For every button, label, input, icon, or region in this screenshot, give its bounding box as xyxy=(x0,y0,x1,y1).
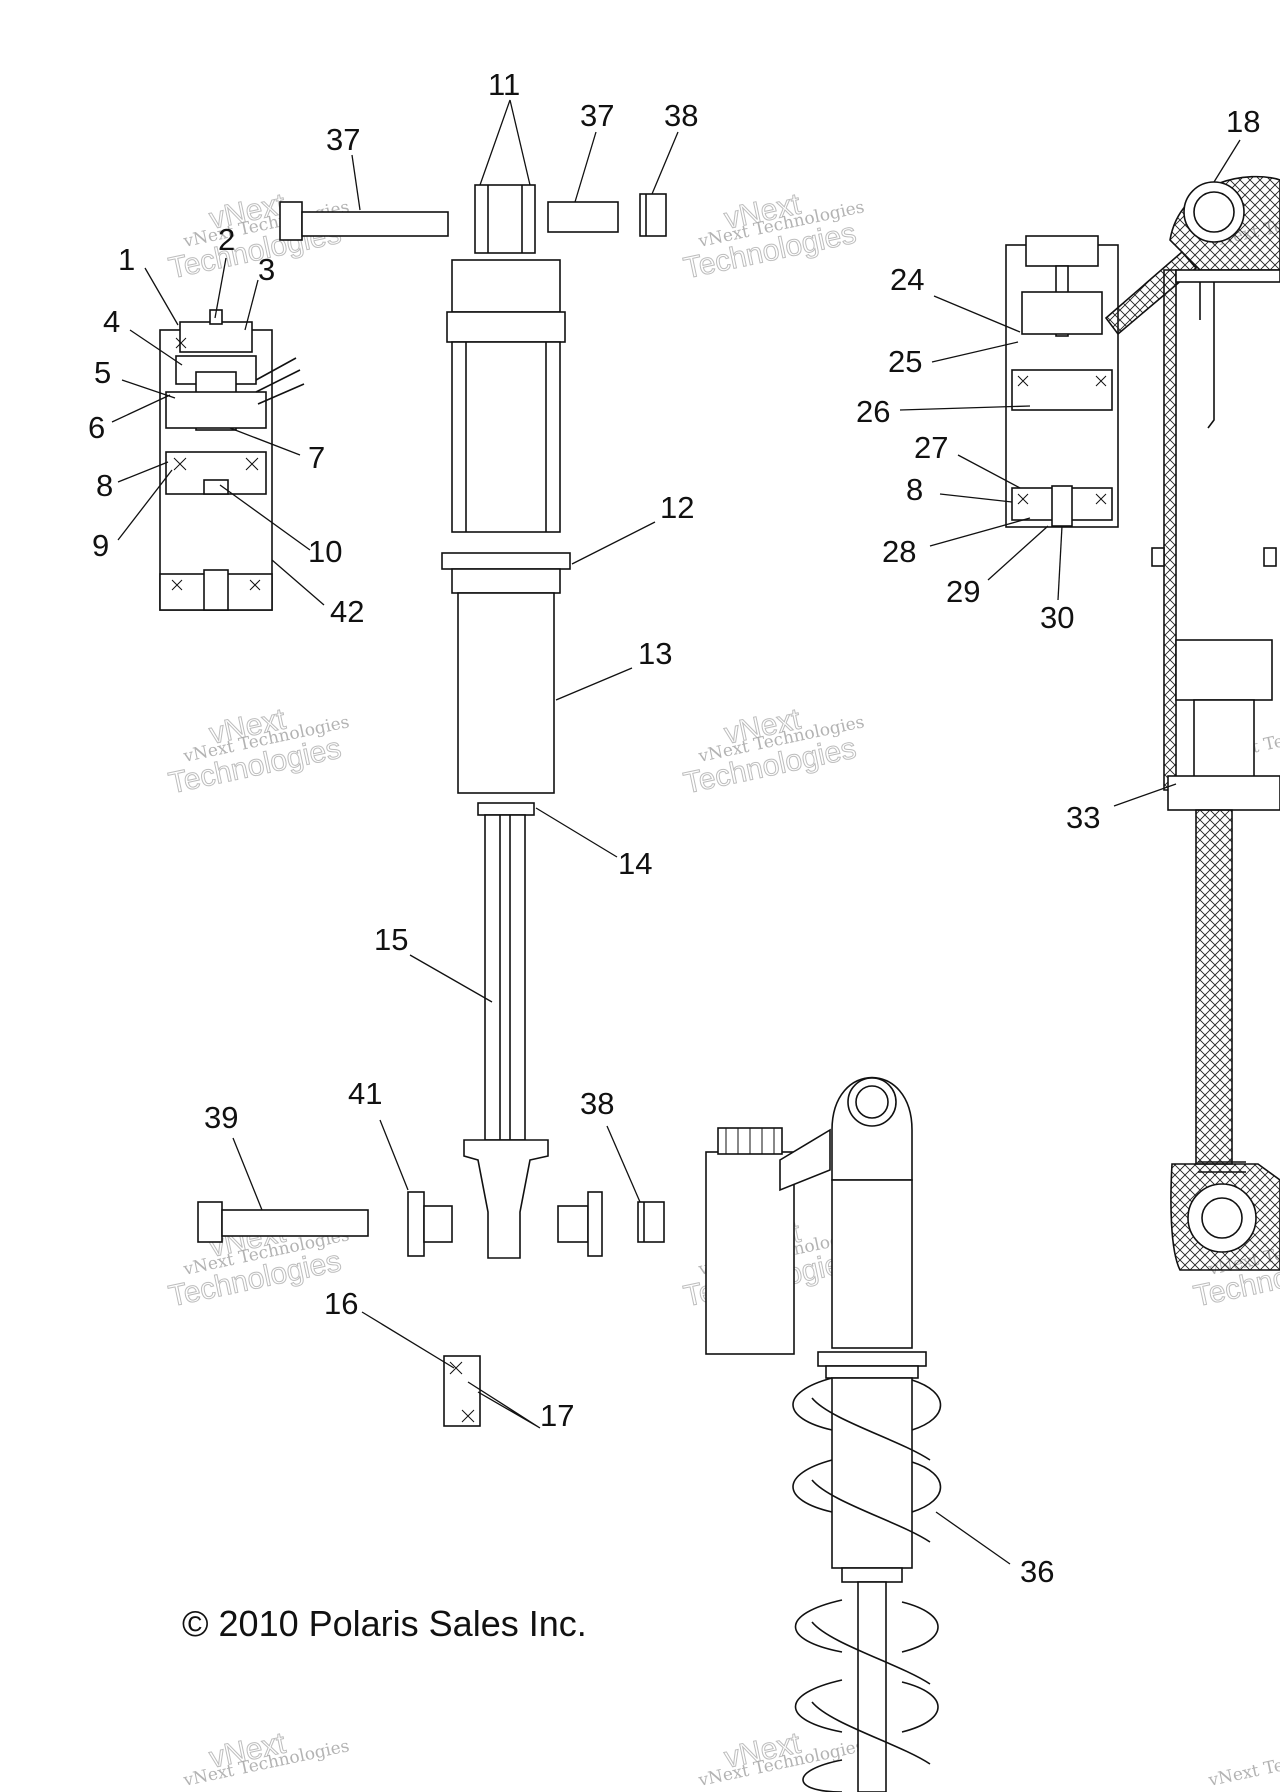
watermark: vNext Technologies vNext xyxy=(696,1726,866,1791)
callout-18: 18 xyxy=(1226,104,1260,139)
callout-38: 37 xyxy=(580,98,614,133)
assembled-shock-spring xyxy=(705,1076,942,1792)
callout-14: 14 xyxy=(618,846,652,881)
copyright-text: © 2010 Polaris Sales Inc. xyxy=(182,1603,587,1644)
callout-40: 39 xyxy=(204,1100,238,1135)
callout-17: 17 xyxy=(540,1398,574,1433)
callout-33: 33 xyxy=(1066,800,1100,835)
callout-30: 30 xyxy=(1040,600,1074,635)
watermark: vNext Technologies Technologies vNext xyxy=(680,187,866,286)
callout-1: 1 xyxy=(118,242,135,277)
callout-11: 11 xyxy=(488,67,520,102)
callout-8-right: 8 xyxy=(906,472,923,507)
callout-42: 42 xyxy=(330,594,364,629)
callout-10: 10 xyxy=(308,534,342,569)
reservoir-cutaway-left xyxy=(159,309,305,611)
watermark: vNext Technologies vNext xyxy=(181,1726,351,1791)
callout-39-top: 38 xyxy=(664,98,698,133)
shock-body-center xyxy=(441,184,571,1259)
callout-4: 4 xyxy=(103,304,120,339)
callout-26: 26 xyxy=(856,394,890,429)
reservoir-cutaway-right xyxy=(1005,235,1198,528)
leader-lines xyxy=(111,99,1241,1565)
callout-39-bottom: 38 xyxy=(580,1086,614,1121)
watermark: vNext Technologies xyxy=(1206,1736,1280,1791)
bottom-hardware xyxy=(197,1191,665,1427)
watermark: vNext Technologies Technologies vNext xyxy=(680,702,866,801)
callout-29: 29 xyxy=(946,574,980,609)
callout-16: 16 xyxy=(324,1286,358,1321)
callout-8: 8 xyxy=(96,468,113,503)
callout-28: 28 xyxy=(882,534,916,569)
callout-numbers: 1 2 3 4 5 6 7 8 9 10 42 11 37 38 37 12 1… xyxy=(88,67,1260,1589)
top-hardware xyxy=(279,193,667,241)
callout-6: 6 xyxy=(88,410,105,445)
callout-36: 36 xyxy=(1020,1554,1054,1589)
callout-9: 9 xyxy=(92,528,109,563)
callout-12: 12 xyxy=(660,490,694,525)
callout-2: 2 xyxy=(218,222,235,257)
callout-25: 25 xyxy=(888,344,922,379)
callout-13: 13 xyxy=(638,636,672,671)
callout-27: 27 xyxy=(914,430,948,465)
callout-41: 41 xyxy=(348,1076,382,1111)
callout-7: 7 xyxy=(308,440,325,475)
callout-37: 37 xyxy=(326,122,360,157)
callout-5: 5 xyxy=(94,355,111,390)
shock-cutaway-right xyxy=(1151,175,1280,1271)
watermark: vNext Technologies Technologies vNext xyxy=(165,702,351,801)
callout-24: 24 xyxy=(890,262,924,297)
callout-3: 3 xyxy=(258,252,275,287)
svg-text:vNext Technologies: vNext Technologies xyxy=(1206,1736,1280,1791)
callout-15: 15 xyxy=(374,922,408,957)
